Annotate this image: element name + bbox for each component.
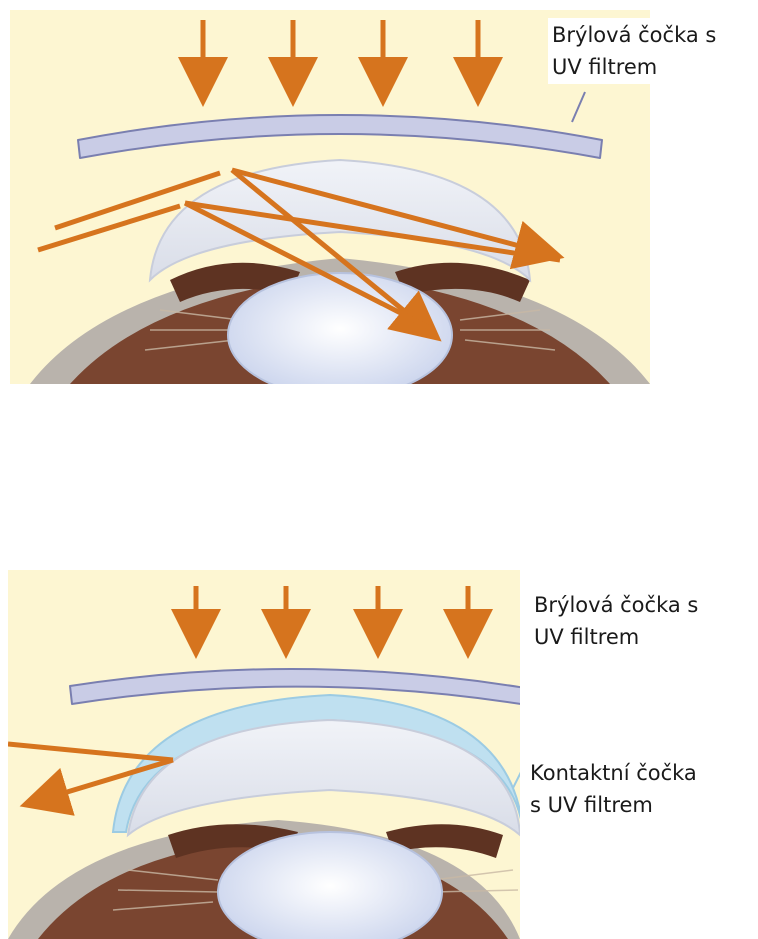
spectacle-lens-label-bottom: Brýlová čočka s UV filtrem (530, 588, 702, 654)
label-line-2: s UV filtrem (530, 789, 697, 821)
label-line-1: Kontaktní čočka (530, 757, 697, 789)
panel-spectacle-and-contact (8, 570, 520, 939)
label-line-1: Brýlová čočka s (534, 589, 698, 621)
crystalline-lens (228, 273, 452, 384)
crystalline-lens (218, 832, 442, 939)
label-line-2: UV filtrem (534, 621, 698, 653)
spectacle-lens-label-top: Brýlová čočka s UV filtrem (548, 18, 720, 84)
label-line-2: UV filtrem (552, 51, 716, 83)
label-line-1: Brýlová čočka s (552, 19, 716, 51)
contact-lens-label: Kontaktní čočka s UV filtrem (526, 756, 701, 822)
eye-diagram-bottom (8, 570, 520, 939)
